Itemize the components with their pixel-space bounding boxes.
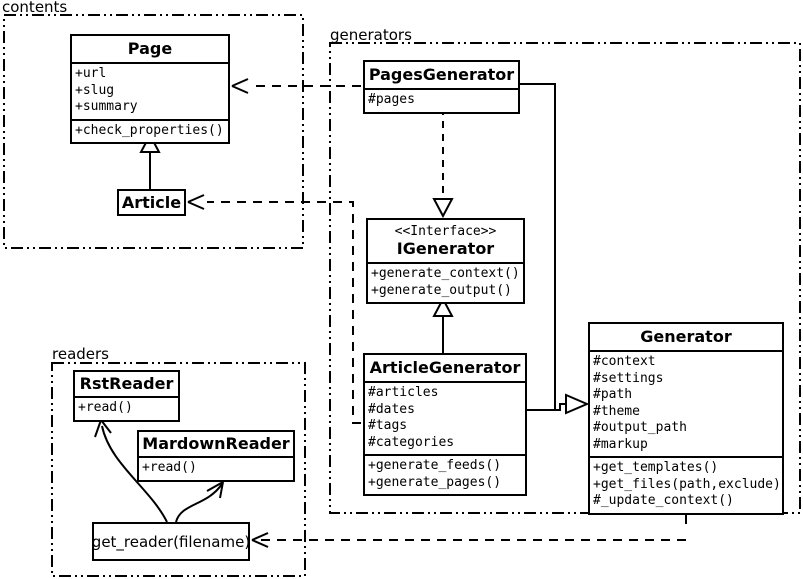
articlegenerator-to-article-line	[207, 201, 361, 424]
class-attribute: #dates	[368, 401, 415, 417]
function-box-label: get_reader(filename)	[91, 532, 251, 551]
class-attribute: #output_path	[593, 420, 687, 435]
class-attribute: #tags	[368, 418, 408, 433]
generators-package-label: generators	[330, 26, 412, 44]
class-box-generator: Generator #context #settings #path #them…	[588, 322, 784, 515]
class-title: RstReader	[79, 374, 174, 393]
class-method: +get_templates()	[593, 460, 719, 475]
class-title: Article	[121, 193, 182, 212]
class-attribute: #articles	[368, 385, 439, 400]
methods-section: +read()	[139, 456, 293, 480]
class-attribute: #context	[593, 354, 656, 369]
generators-to-generator-line	[520, 83, 566, 411]
class-box-article: Article	[117, 189, 186, 216]
class-method: +generate_pages()	[368, 474, 502, 490]
class-method: +generate_output()	[371, 282, 512, 298]
class-attribute: #markup	[593, 436, 648, 452]
contents-package-label: contents	[2, 0, 68, 16]
class-attribute: +url	[75, 66, 107, 81]
class-title: Generator	[640, 327, 732, 346]
methods-section: +get_templates() +get_files(path,exclude…	[590, 456, 782, 513]
class-method: +generate_context()	[371, 266, 520, 281]
class-attribute: #theme	[593, 403, 640, 419]
articlegenerator-to-igenerator-arrowhead	[432, 296, 454, 317]
generators-to-generator-arrowhead	[565, 393, 590, 415]
attributes-section: +url +slug +summary	[72, 62, 228, 119]
class-title: IGenerator	[396, 239, 495, 258]
class-method: +check_properties()	[75, 122, 224, 138]
methods-section: +generate_feeds() +generate_pages()	[365, 454, 525, 494]
interface-header: <<Interface>> IGenerator	[368, 220, 523, 262]
class-box-rstreader: RstReader +read()	[73, 370, 180, 422]
class-title: ArticleGenerator	[369, 358, 521, 377]
class-title: PagesGenerator	[368, 65, 515, 84]
methods-section: +check_properties()	[72, 118, 228, 143]
class-box-pagesgenerator: PagesGenerator #pages	[363, 60, 520, 114]
readers-package-border	[51, 362, 306, 577]
pagesgenerator-to-page-arrowhead	[231, 78, 249, 94]
generator-to-getreader-arrowhead	[251, 532, 269, 548]
interface-stereotype: <<Interface>>	[394, 224, 497, 239]
class-method: +generate_feeds()	[368, 458, 502, 473]
class-box-mardownreader: MardownReader +read()	[137, 430, 295, 482]
class-attribute: #settings	[593, 370, 664, 386]
getreader-to-rstreader-curve	[101, 425, 168, 523]
class-box-igenerator: <<Interface>> IGenerator +generate_conte…	[366, 218, 525, 304]
class-attribute: +slug	[75, 82, 115, 98]
class-method: +read()	[142, 460, 197, 475]
class-attribute: #path	[593, 387, 633, 402]
class-attribute: #categories	[368, 434, 455, 450]
getreader-to-rstreader-arrowhead	[94, 419, 112, 438]
pagesgenerator-to-igenerator-arrowhead	[432, 198, 454, 219]
methods-section: +generate_context() +generate_output()	[368, 262, 523, 302]
class-method: +get_files(path,exclude)	[593, 476, 781, 492]
class-title: MardownReader	[142, 434, 290, 453]
class-attribute: #pages	[368, 92, 415, 107]
class-box-page: Page +url +slug +summary +check_properti…	[70, 34, 230, 144]
class-box-articlegenerator: ArticleGenerator #articles #dates #tags …	[363, 353, 527, 496]
contents-package-border	[3, 14, 304, 249]
methods-section: +read()	[75, 396, 178, 420]
class-attribute: +summary	[75, 99, 138, 114]
function-box-get-reader: get_reader(filename)	[92, 522, 250, 561]
readers-package-label: readers	[52, 345, 109, 363]
attributes-section: #articles #dates #tags #categories	[365, 381, 525, 454]
class-method: #_update_context()	[593, 493, 734, 508]
class-method: +read()	[78, 400, 133, 415]
generators-package-border	[329, 42, 801, 514]
getreader-to-mardownreader-arrowhead	[206, 481, 224, 499]
articlegenerator-to-article-arrowhead	[187, 194, 205, 210]
attributes-section: #context #settings #path #theme #output_…	[590, 350, 782, 456]
attributes-section: #pages	[365, 88, 518, 112]
getreader-to-mardownreader-curve	[175, 483, 223, 523]
class-title: Page	[127, 39, 173, 58]
